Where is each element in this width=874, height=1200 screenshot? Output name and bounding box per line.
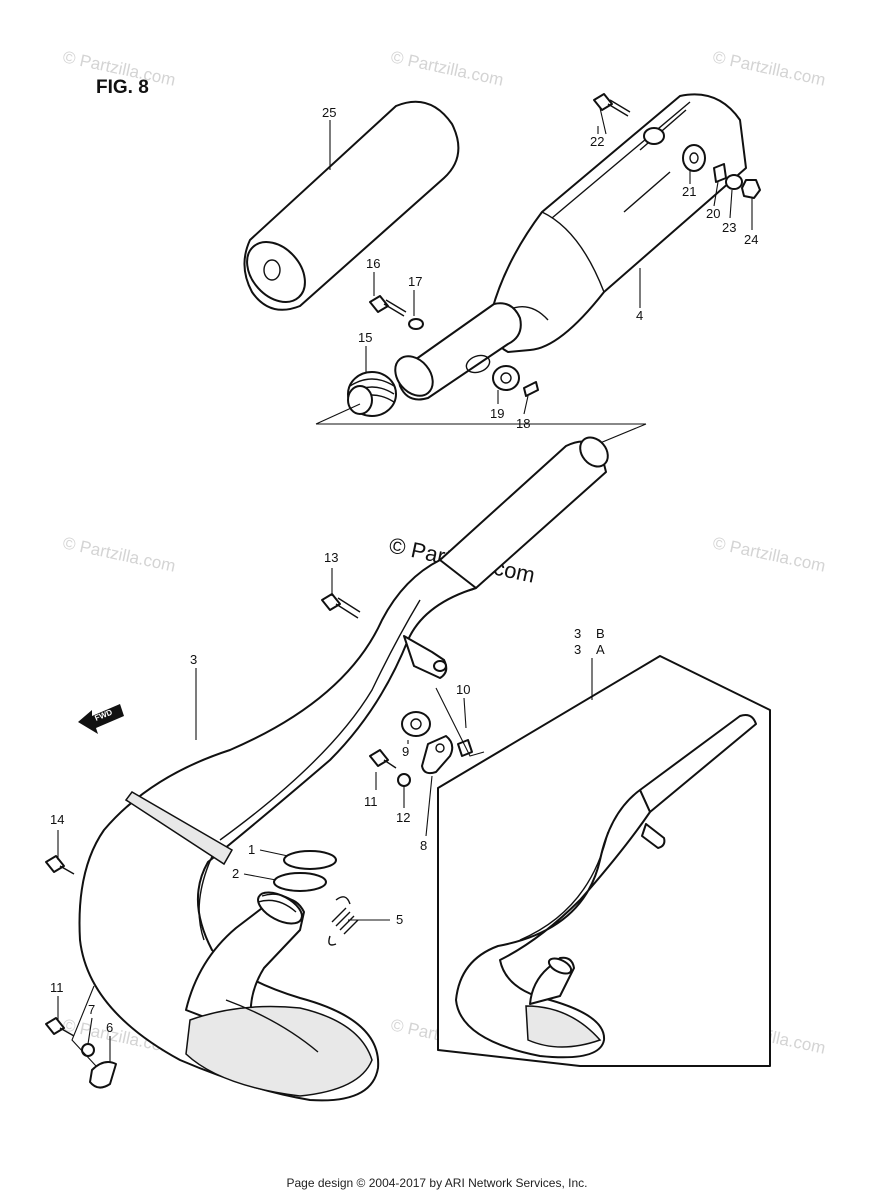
part-23-washer	[725, 174, 743, 190]
callout-9: 9	[402, 744, 409, 759]
callout-1: 1	[248, 842, 255, 857]
part-21-grommet	[682, 144, 706, 172]
callout-7: 7	[88, 1002, 95, 1017]
callout-20: 20	[706, 206, 720, 221]
callout-14: 14	[50, 812, 64, 827]
fwd-arrow-icon: FWD	[78, 704, 124, 734]
callout-10: 10	[456, 682, 470, 697]
part-13-bolt	[321, 593, 361, 619]
watermark: © Partzilla.com	[61, 533, 177, 575]
watermark: © Partzilla.com	[711, 533, 827, 575]
callout-11-lower: 11	[50, 980, 64, 995]
part-3-exhaust-chamber	[78, 436, 609, 1102]
callout-17: 17	[408, 274, 422, 289]
part-6-cap	[89, 1061, 117, 1089]
leader-lines	[57, 107, 753, 1067]
part-16-bolt	[369, 295, 407, 317]
part-10-collar	[457, 739, 473, 757]
callout-3-b: 3	[574, 626, 581, 641]
part-19-grommet	[492, 365, 520, 391]
callout-19: 19	[490, 406, 504, 421]
part-18-collar	[523, 381, 539, 397]
part-1-gasket	[283, 850, 337, 870]
callout-3-a: 3	[574, 642, 581, 657]
callout-6: 6	[106, 1020, 113, 1035]
callout-24: 24	[744, 232, 758, 247]
callout-4: 4	[636, 308, 643, 323]
callout-11-upper: 11	[364, 794, 378, 809]
variant-box	[437, 655, 771, 1067]
callout-12: 12	[396, 810, 410, 825]
part-7-washer	[81, 1043, 95, 1057]
part-22-bolt	[593, 93, 631, 117]
part-25-muffler-wrap	[243, 100, 460, 311]
callout-13: 13	[324, 550, 338, 565]
callout-2: 2	[232, 866, 239, 881]
part-11-bolt-upper	[369, 749, 397, 769]
callout-3: 3	[190, 652, 197, 667]
watermark: © Partzilla.com	[711, 47, 827, 89]
callout-suffix-b: B	[596, 626, 605, 641]
part-15-end-fitting	[347, 371, 397, 417]
callout-25: 25	[322, 105, 336, 120]
callout-5: 5	[396, 912, 403, 927]
part-2-gasket	[273, 872, 327, 892]
callout-18: 18	[516, 416, 530, 431]
part-8-bracket	[421, 735, 454, 775]
part-17-washer	[408, 318, 424, 330]
watermark: © Partzilla.com	[389, 47, 505, 89]
callouts: 25 22 21 20 23 24 16 17 4 15 19 18 13 3 …	[50, 105, 758, 1035]
callout-23: 23	[722, 220, 736, 235]
callout-16: 16	[366, 256, 380, 271]
figure-label: FIG. 8	[96, 77, 149, 98]
part-24-nut	[741, 179, 761, 199]
footer-copyright: Page design © 2004-2017 by ARI Network S…	[286, 1176, 588, 1190]
part-5-spring	[328, 896, 359, 946]
part-12-washer	[397, 773, 411, 787]
callout-21: 21	[682, 184, 696, 199]
part-20-collar	[713, 163, 727, 183]
callout-suffix-a: A	[596, 642, 605, 657]
part-14-bolt	[45, 855, 75, 875]
callout-15: 15	[358, 330, 372, 345]
callout-8: 8	[420, 838, 427, 853]
callout-22: 22	[590, 134, 604, 149]
part-11-bolt-lower	[45, 1017, 75, 1037]
part-9-grommet	[401, 711, 431, 737]
